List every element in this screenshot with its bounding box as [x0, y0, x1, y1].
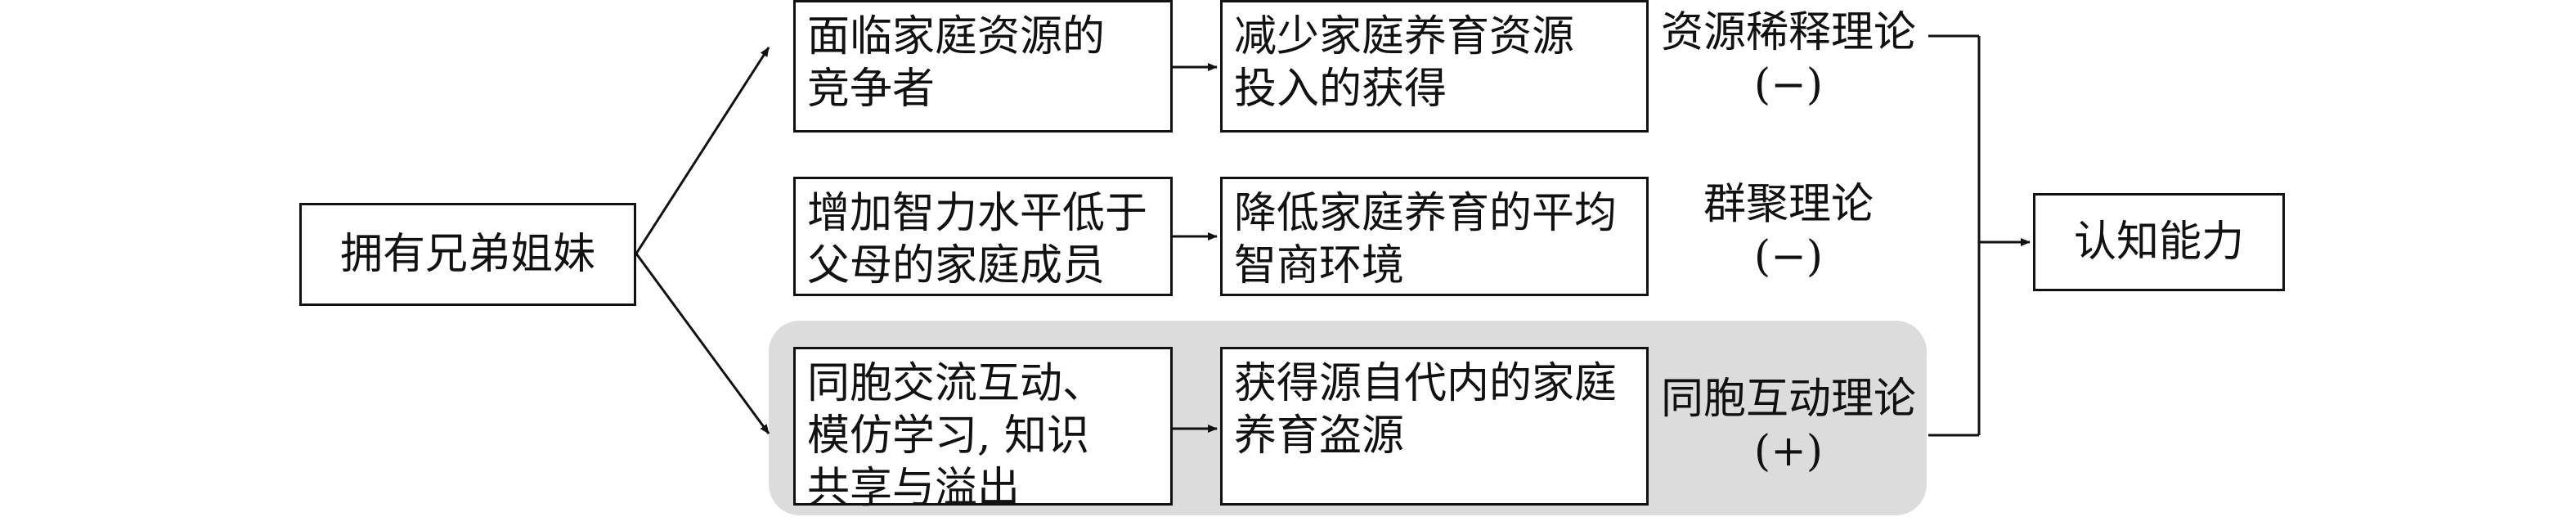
row3-mechanism-box: 同胞交流互动、 模仿学习, 知识 共享与溢出: [793, 347, 1173, 513]
row3-effect-line2: 养育盗源: [1234, 411, 1405, 461]
row3-theory-sign: (+): [1753, 427, 1824, 476]
row1-theory: 资源稀释理论 (−): [1649, 7, 1928, 111]
row2-mechanism-line1: 增加智力水平低于: [807, 189, 1148, 238]
outcome-box: 认知能力: [2033, 193, 2285, 291]
row2-effect-line2: 智商环境: [1234, 241, 1405, 290]
arrow-source-to-row1: [635, 47, 770, 254]
row1-theory-sign: (−): [1753, 61, 1824, 110]
row1-mechanism-box: 面临家庭资源的 竞争者: [793, 0, 1173, 133]
row2-theory-name: 群聚理论: [1703, 180, 1874, 229]
row2-theory-sign: (−): [1753, 232, 1824, 281]
row3-mechanism-line2: 模仿学习, 知识: [807, 411, 1090, 461]
row2-mechanism-line2: 父母的家庭成员: [807, 241, 1106, 290]
row2-mechanism-box: 增加智力水平低于 父母的家庭成员: [793, 177, 1173, 296]
row1-mechanism-line2: 竞争者: [807, 65, 936, 114]
source-label: 拥有兄弟姐妹: [339, 230, 595, 279]
row1-effect-box: 减少家庭养育资源 投入的获得: [1220, 0, 1649, 133]
row2-effect-line1: 降低家庭养育的平均: [1234, 189, 1618, 238]
source-box: 拥有兄弟姐妹: [299, 203, 636, 306]
row3-theory: 同胞互动理论 (+): [1649, 373, 1928, 478]
row1-theory-name: 资源稀释理论: [1660, 8, 1916, 57]
row3-theory-name: 同胞互动理论: [1660, 375, 1916, 424]
outcome-label: 认知能力: [2073, 218, 2244, 267]
row1-effect-line2: 投入的获得: [1234, 65, 1447, 114]
arrow-source-to-row3: [635, 253, 770, 434]
row1-mechanism-line1: 面临家庭资源的: [807, 12, 1106, 61]
row3-effect-box: 获得源自代内的家庭 养育盗源: [1220, 347, 1649, 506]
row3-mechanism-line1: 同胞交流互动、: [807, 359, 1106, 408]
row3-mechanism-line3: 共享与溢出: [807, 464, 1021, 513]
row2-effect-box: 降低家庭养育的平均 智商环境: [1220, 177, 1649, 296]
row2-theory: 群聚理论 (−): [1649, 178, 1928, 283]
row1-effect-line1: 减少家庭养育资源: [1234, 12, 1575, 61]
row3-effect-line1: 获得源自代内的家庭: [1234, 359, 1618, 408]
